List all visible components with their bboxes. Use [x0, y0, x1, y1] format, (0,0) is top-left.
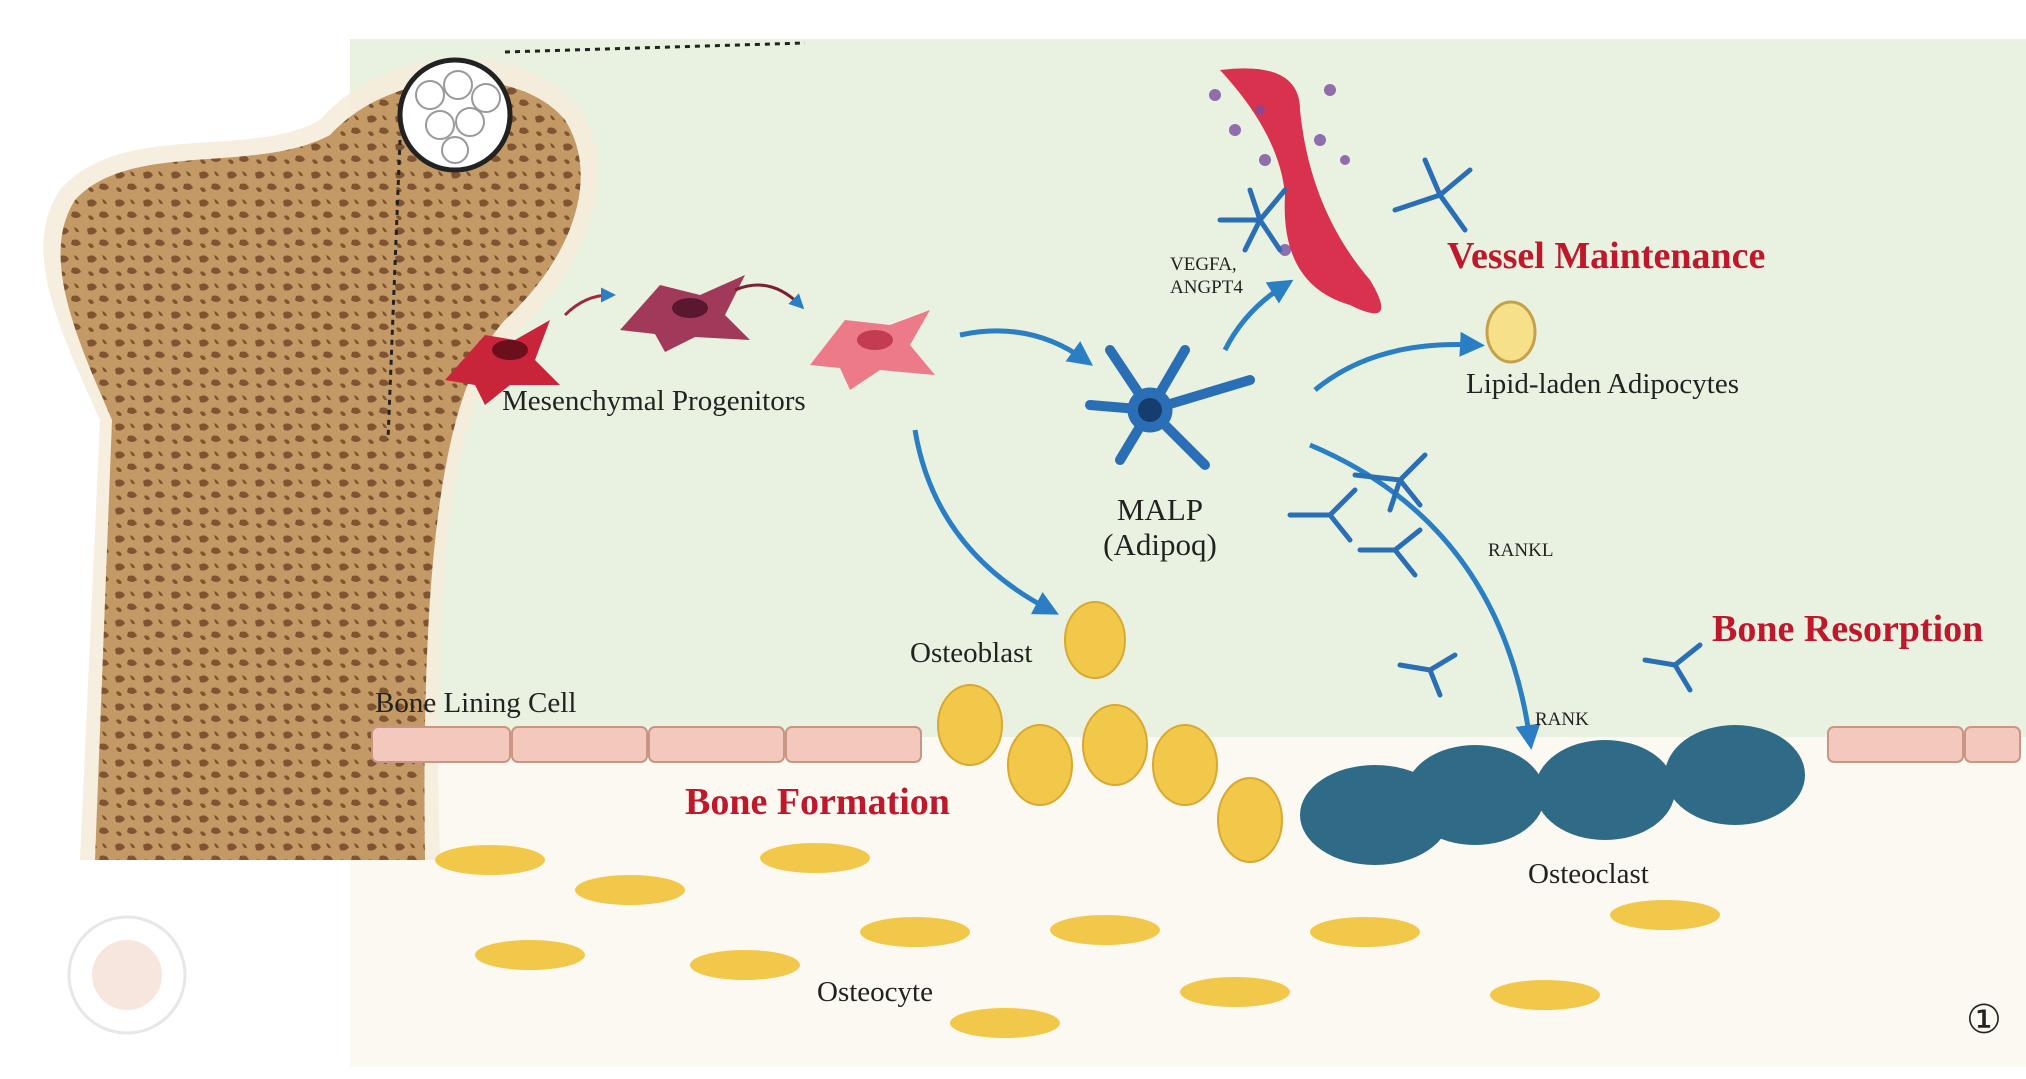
femur-illustration: [43, 41, 806, 861]
label-bone-lining-cell: Bone Lining Cell: [375, 687, 576, 719]
label-adipoq: (Adipoq): [1103, 527, 1217, 562]
bone-lining-cells: [371, 726, 2021, 763]
heading-bone-formation: Bone Formation: [685, 781, 950, 823]
label-rank: RANK: [1535, 709, 1589, 730]
malp-cells: [1085, 157, 1703, 698]
label-osteoblast: Osteoblast: [910, 637, 1032, 669]
chinese-medical-association-watermark: [67, 915, 187, 1035]
figure-number: ①: [1966, 997, 2002, 1042]
label-osteocyte: Osteocyte: [817, 976, 933, 1008]
differentiation-arrows: [912, 279, 1541, 750]
zoom-circle: [397, 57, 513, 173]
label-rankl: RANKL: [1488, 540, 1553, 561]
label-vegfa: VEGFA,: [1170, 254, 1237, 275]
heading-vessel-maintenance: Vessel Maintenance: [1447, 235, 1765, 277]
osteoblasts: [937, 601, 1283, 863]
adipocyte: [1485, 300, 1537, 364]
marrow-background: [350, 39, 2026, 739]
mesenchymal-progenitor-cells: [445, 275, 935, 405]
osteocytes: [435, 843, 1720, 1038]
label-osteoclast: Osteoclast: [1528, 858, 1649, 890]
osteoclasts: [1300, 725, 1805, 865]
blood-vessel: [1209, 68, 1382, 314]
label-malp: MALP: [1117, 492, 1203, 527]
label-lipid-laden-adipocytes: Lipid-laden Adipocytes: [1466, 368, 1739, 400]
label-mesenchymal-progenitors: Mesenchymal Progenitors: [502, 385, 806, 417]
heading-bone-resorption: Bone Resorption: [1712, 608, 1983, 650]
label-angpt4: ANGPT4: [1170, 277, 1243, 298]
